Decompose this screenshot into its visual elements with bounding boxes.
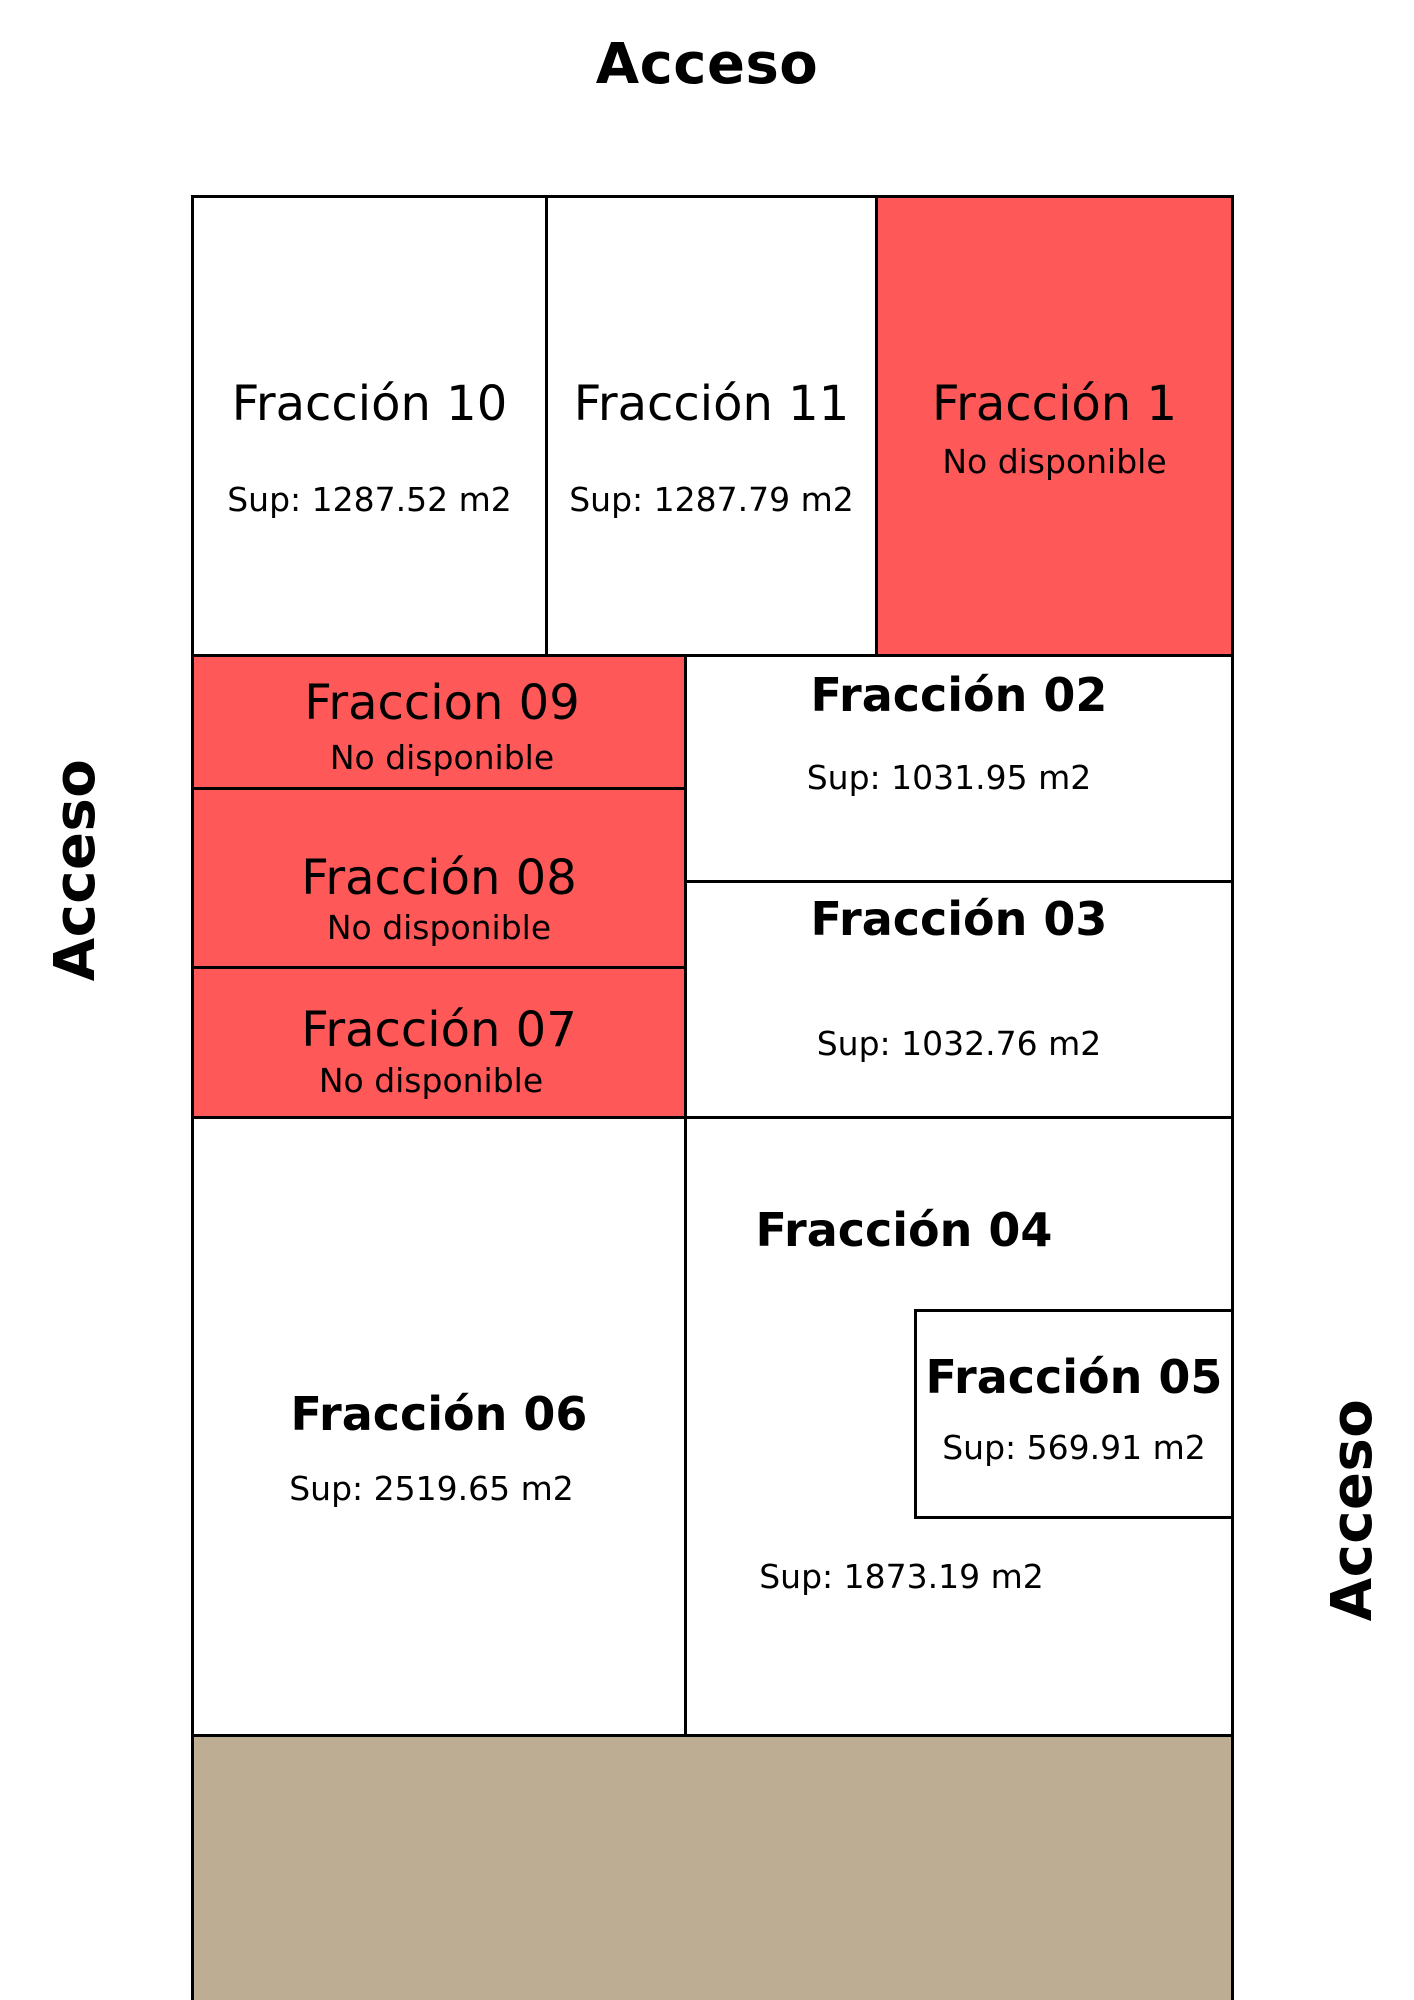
plot-name: Fracción 05 bbox=[925, 1350, 1223, 1404]
plot-name: Fracción 04 bbox=[755, 1203, 1053, 1257]
plot-status: No disponible bbox=[318, 1061, 544, 1100]
plot-status: No disponible bbox=[326, 908, 552, 947]
plot-fraccion-08[interactable]: Fracción 08 No disponible bbox=[191, 787, 687, 969]
plot-area: Sup: 1032.76 m2 bbox=[816, 1024, 1102, 1063]
plot-name: Fracción 08 bbox=[301, 850, 577, 906]
plot-fraccion-07[interactable]: Fracción 07 No disponible bbox=[191, 966, 687, 1119]
plot-name: Fracción 10 bbox=[231, 376, 508, 432]
plot-status: No disponible bbox=[942, 442, 1167, 481]
plot-name: Fracción 1 bbox=[932, 376, 1177, 432]
plot-name: Fracción 03 bbox=[810, 892, 1108, 946]
plot-area: Sup: 1287.52 m2 bbox=[227, 480, 512, 519]
access-label-top: Acceso bbox=[595, 32, 819, 97]
plot-area: Sup: 2519.65 m2 bbox=[289, 1469, 574, 1508]
plot-area: Sup: 1031.95 m2 bbox=[806, 758, 1092, 797]
plot-fraccion-06[interactable]: Fracción 06 Sup: 2519.65 m2 bbox=[191, 1116, 687, 1737]
plot-name: Fracción 06 bbox=[290, 1387, 588, 1441]
plot-fraccion-03[interactable]: Fracción 03 Sup: 1032.76 m2 bbox=[684, 880, 1234, 1119]
access-label-right: Acceso bbox=[1320, 1398, 1385, 1622]
plot-fraccion-05[interactable]: Fracción 05 Sup: 569.91 m2 bbox=[914, 1309, 1234, 1519]
reserve-area bbox=[191, 1734, 1234, 2000]
plot-fraccion-11[interactable]: Fracción 11 Sup: 1287.79 m2 bbox=[545, 195, 878, 657]
plot-area: Sup: 1287.79 m2 bbox=[569, 480, 854, 519]
plot-status: No disponible bbox=[329, 738, 555, 777]
plot-name: Fracción 02 bbox=[810, 668, 1108, 722]
access-label-left: Acceso bbox=[43, 758, 108, 982]
plot-name: Fracción 07 bbox=[301, 1002, 577, 1058]
plot-area: Sup: 569.91 m2 bbox=[942, 1428, 1206, 1467]
plot-fraccion-1[interactable]: Fracción 1 No disponible bbox=[875, 195, 1234, 657]
plot-fraccion-09[interactable]: Fraccion 09 No disponible bbox=[191, 654, 687, 790]
plot-fraccion-10[interactable]: Fracción 10 Sup: 1287.52 m2 bbox=[191, 195, 548, 657]
plot-name: Fraccion 09 bbox=[304, 675, 580, 731]
plot-area: Sup: 1873.19 m2 bbox=[759, 1557, 1044, 1596]
plot-name: Fracción 11 bbox=[573, 376, 850, 432]
plot-fraccion-02[interactable]: Fracción 02 Sup: 1031.95 m2 bbox=[684, 654, 1234, 883]
